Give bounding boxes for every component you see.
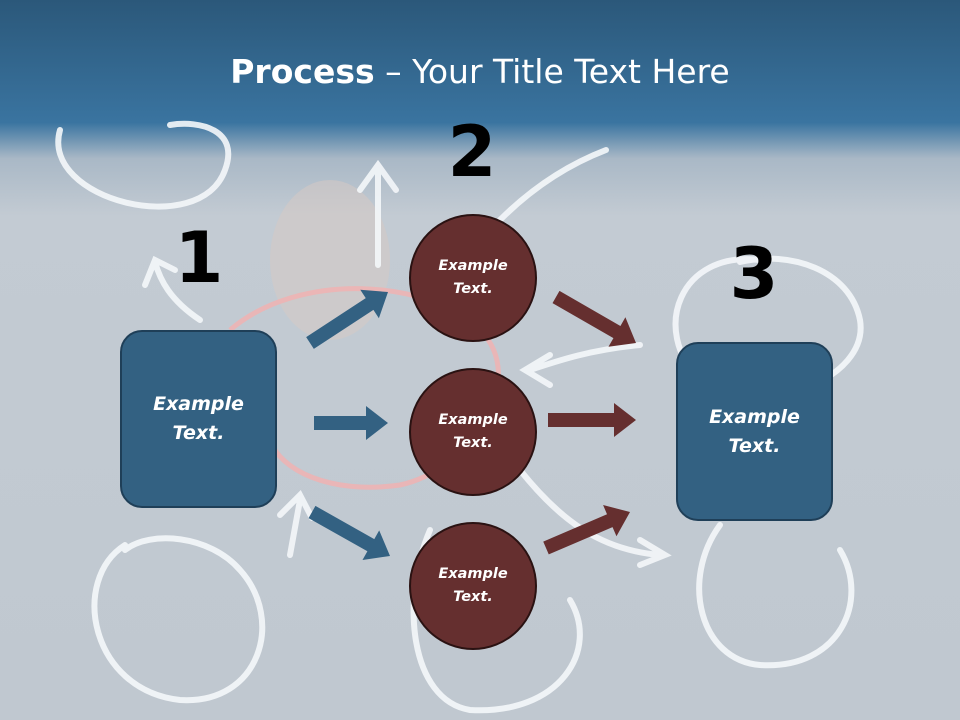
slide-title: Process – Your Title Text Here [0,52,960,91]
arrow-circle-1-to-step-3 [552,290,637,347]
circle-3-line2: Text. [453,589,493,605]
arrow-circle-3-to-step-3 [543,505,631,555]
title-bold: Process [230,52,375,91]
circle-2-line2: Text. [453,435,493,451]
circle-1-line1: Example [438,258,508,274]
circle-1-line2: Text. [453,281,493,297]
circle-3-line1: Example [438,566,508,582]
arrow-circle-2-to-step-3 [548,403,636,437]
step-1-line2: Text. [172,422,225,444]
arrow-to-circle-2 [314,406,388,440]
step-3-line1: Example [709,405,800,428]
title-rest: – Your Title Text Here [374,52,730,91]
step-number-2: 2 [447,111,497,193]
circle-2-line1: Example [438,412,508,428]
step-number-1: 1 [174,217,224,299]
arrow-to-circle-3 [308,505,391,560]
step-3-line2: Text. [728,434,781,457]
arrow-to-circle-1 [306,289,388,349]
step-number-3: 3 [729,233,779,315]
step-1-line1: Example [153,393,244,415]
